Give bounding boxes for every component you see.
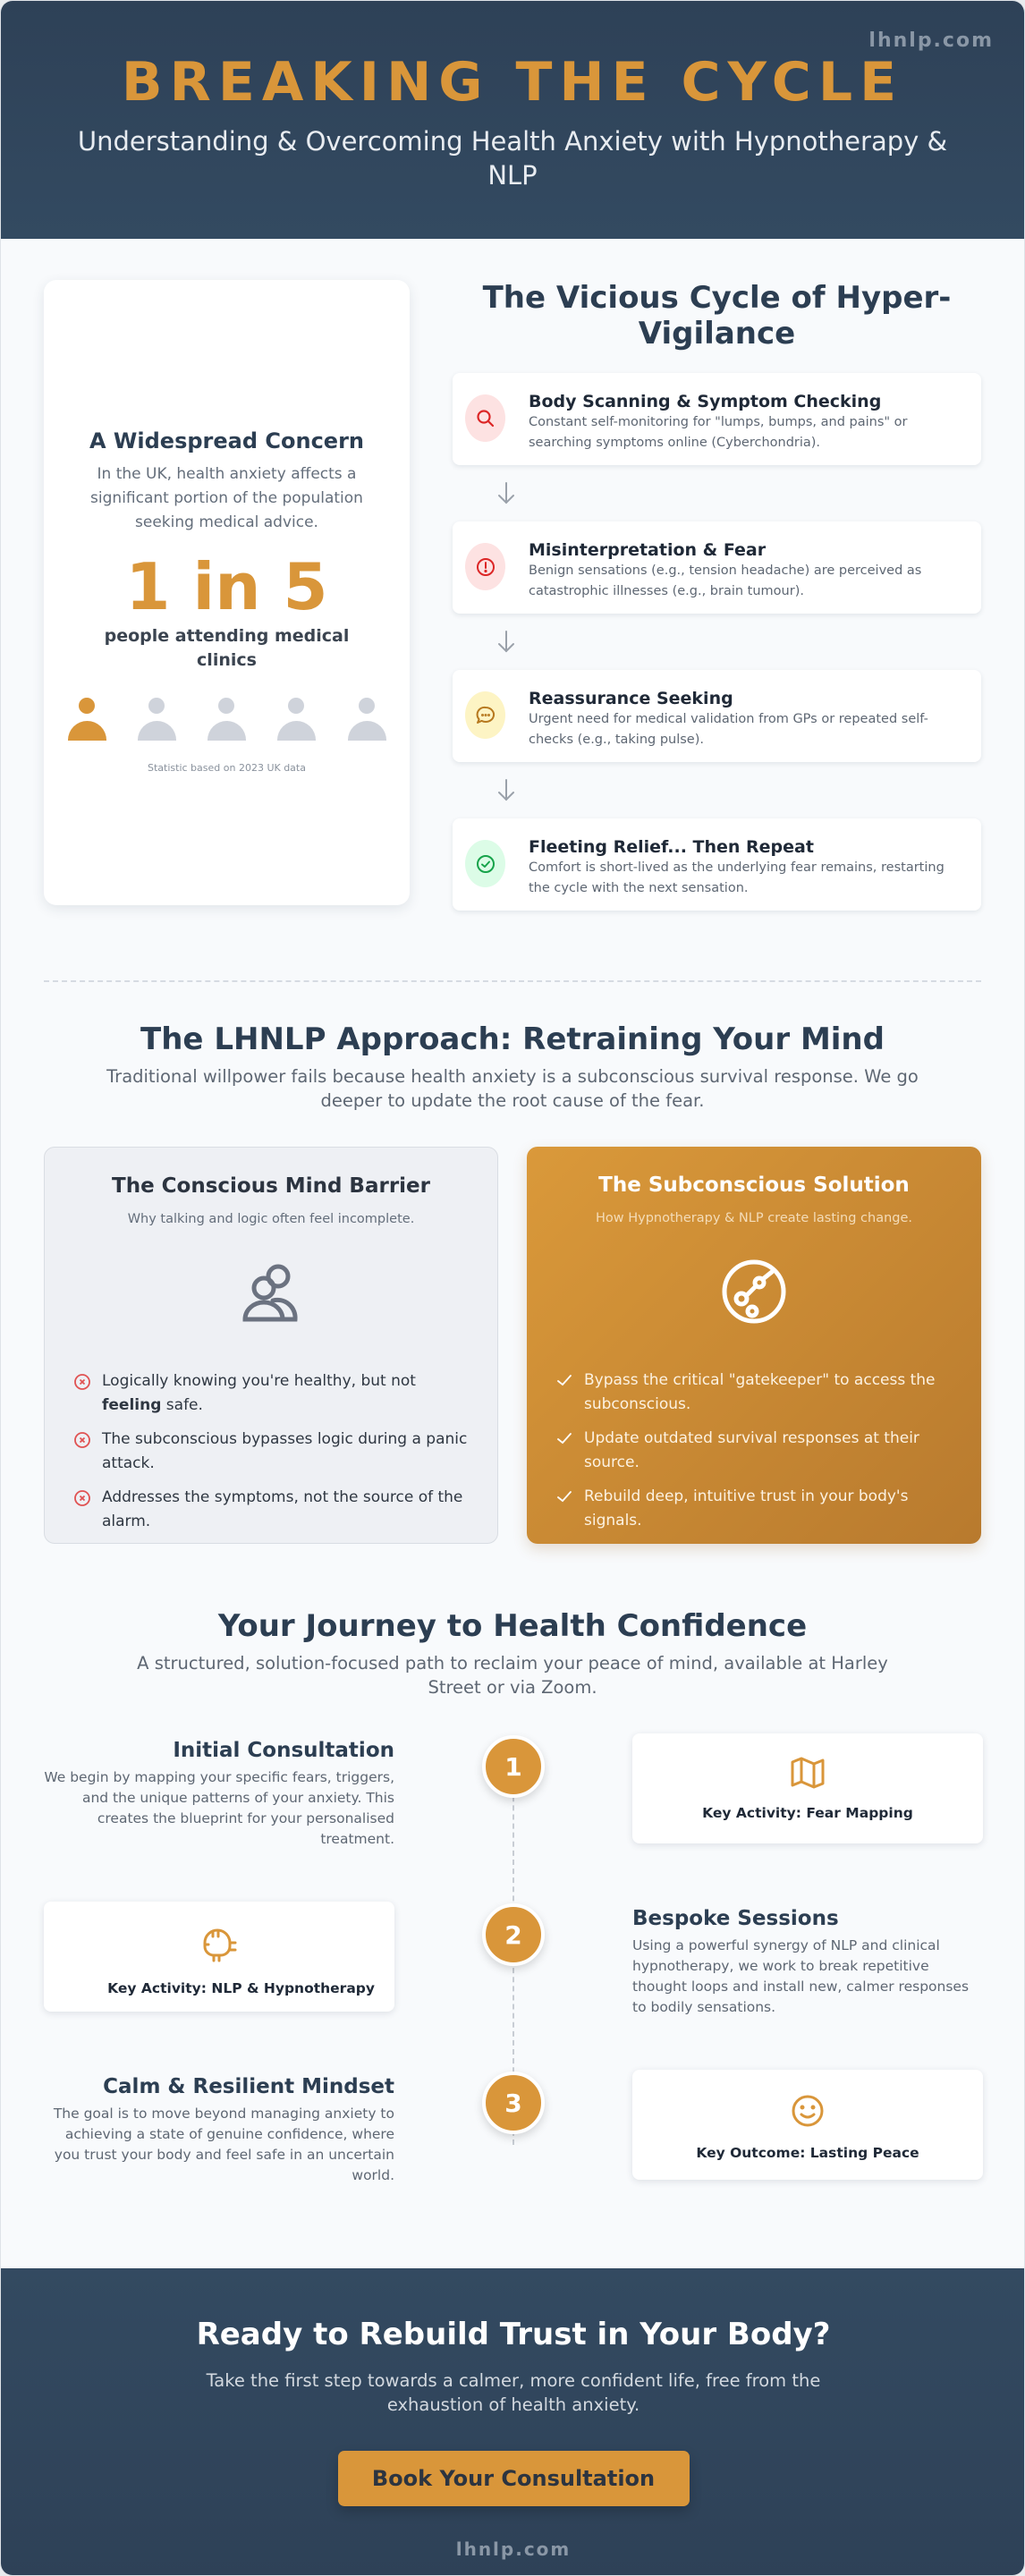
problem-section: A Widespread Concern In the UK, health a… <box>1 239 1024 911</box>
comparison-panels: The Conscious Mind Barrier Why talking a… <box>1 1113 1024 1544</box>
cta-title: Ready to Rebuild Trust in Your Body? <box>196 2317 831 2352</box>
journey-step-text: Calm & Resilient Mindset The goal is to … <box>44 2073 394 2186</box>
cycle-title: The Vicious Cycle of Hyper-Vigilance <box>482 280 952 352</box>
people-pictogram <box>67 698 386 741</box>
subconscious-subtitle: How Hypnotherapy & NLP create lasting ch… <box>595 1211 913 1225</box>
x-circle-icon <box>73 1489 93 1515</box>
journey-step: Initial Consultation We begin by mapping… <box>44 1733 983 1850</box>
check-icon <box>555 1372 575 1396</box>
cycle-step-description: Urgent need for medical validation from … <box>529 712 928 747</box>
journey-step-text: Bespoke Sessions Using a powerful synerg… <box>632 1905 983 2018</box>
person-icon-highlighted <box>67 698 106 741</box>
x-circle-icon <box>73 1431 93 1457</box>
journey-card-label: Key Activity: Fear Mapping <box>702 1805 913 1821</box>
journey-step: Calm & Resilient Mindset The goal is to … <box>44 2070 983 2186</box>
conscious-panel: The Conscious Mind Barrier Why talking a… <box>44 1147 498 1544</box>
journey-card-label: Key Outcome: Lasting Peace <box>696 2145 919 2161</box>
cycle-step: Fleeting Relief... Then Repeat Comfort i… <box>453 818 981 911</box>
stat-note: Statistic based on 2023 UK data <box>148 762 306 774</box>
arrow-down-icon <box>453 614 981 670</box>
section-divider <box>44 980 981 982</box>
journey-step-title: Initial Consultation <box>173 1739 394 1762</box>
check-icon <box>555 1488 575 1513</box>
check-circle-icon <box>465 840 505 887</box>
journey-step-title: Calm & Resilient Mindset <box>103 2075 394 2098</box>
stat-card: A Widespread Concern In the UK, health a… <box>44 280 410 905</box>
stat-label: people attending medical clinics <box>104 626 350 670</box>
journey-step-card: Key Activity: NLP & Hypnotherapy <box>44 1902 394 2012</box>
journey-step-description: We begin by mapping your specific fears,… <box>44 1769 394 1847</box>
brain-circuit-icon <box>64 1925 375 1968</box>
cycle-step-title: Reassurance Seeking <box>529 689 733 708</box>
step-number-badge: 2 <box>482 1903 545 1966</box>
chat-bubble-icon <box>465 691 505 739</box>
hero-header: lhnlp.com BREAKING THE CYCLE Understandi… <box>1 1 1024 239</box>
page-subtitle: Understanding & Overcoming Health Anxiet… <box>77 126 948 191</box>
stat-description: In the UK, health anxiety affects a sign… <box>90 465 363 531</box>
step-number-badge: 3 <box>482 2072 545 2134</box>
cycle-step-title: Fleeting Relief... Then Repeat <box>529 837 814 857</box>
cycle-steps: Body Scanning & Symptom Checking Constan… <box>453 373 981 911</box>
check-icon <box>555 1430 575 1454</box>
cycle-step-description: Comfort is short-lived as the underlying… <box>529 860 945 895</box>
approach-lead: Traditional willpower fails because heal… <box>106 1066 919 1111</box>
cycle-step-description: Benign sensations (e.g., tension headach… <box>529 564 922 598</box>
cycle-step: Misinterpretation & Fear Benign sensatio… <box>453 521 981 614</box>
cta-footer: Ready to Rebuild Trust in Your Body? Tak… <box>1 2268 1024 2575</box>
subconscious-panel: The Subconscious Solution How Hypnothera… <box>527 1147 981 1544</box>
journey-step-title: Bespoke Sessions <box>632 1907 839 1930</box>
subconscious-list-item: Bypass the critical "gatekeeper" to acce… <box>555 1368 954 1417</box>
step-number-badge: 1 <box>482 1735 545 1798</box>
journey-timeline: Initial Consultation We begin by mapping… <box>44 1733 983 2199</box>
journey-step-card: Key Outcome: Lasting Peace <box>632 2070 983 2180</box>
journey-card-label: Key Activity: NLP & Hypnotherapy <box>107 1980 375 1996</box>
map-icon <box>652 1757 963 1792</box>
subconscious-list-item: Update outdated survival responses at th… <box>555 1427 954 1475</box>
approach-title: The LHNLP Approach: Retraining Your Mind <box>140 1021 885 1057</box>
stat-big-number: 1 in 5 <box>125 549 328 624</box>
book-consultation-button[interactable]: Book Your Consultation <box>337 2451 690 2506</box>
smile-icon <box>652 2093 963 2132</box>
subconscious-list-item: Rebuild deep, intuitive trust in your bo… <box>555 1485 954 1533</box>
users-icon <box>235 1257 307 1328</box>
arrow-down-icon <box>453 762 981 818</box>
person-icon <box>277 698 317 741</box>
person-icon <box>208 698 246 741</box>
conscious-list-item: Logically knowing you're healthy, but no… <box>73 1369 470 1418</box>
person-icon <box>137 698 176 741</box>
search-icon <box>465 394 505 442</box>
subconscious-title: The Subconscious Solution <box>598 1174 910 1197</box>
cta-lead: Take the first step towards a calmer, mo… <box>206 2370 821 2415</box>
conscious-list: Logically knowing you're healthy, but no… <box>45 1328 497 1534</box>
x-circle-icon <box>73 1373 93 1399</box>
conscious-title: The Conscious Mind Barrier <box>112 1174 430 1198</box>
person-icon <box>347 698 386 741</box>
journey-step-description: The goal is to move beyond managing anxi… <box>53 2106 394 2183</box>
header-domain: lhnlp.com <box>868 30 994 52</box>
conscious-subtitle: Why talking and logic often feel incompl… <box>127 1212 415 1226</box>
cycle-step-title: Misinterpretation & Fear <box>529 540 767 560</box>
cycle-step: Reassurance Seeking Urgent need for medi… <box>453 670 981 762</box>
footer-domain[interactable]: lhnlp.com <box>455 2538 572 2560</box>
cycle-step: Body Scanning & Symptom Checking Constan… <box>453 373 981 465</box>
journey-section: Your Journey to Health Confidence A stru… <box>1 1544 1024 2199</box>
stat-title: A Widespread Concern <box>89 428 364 453</box>
conscious-list-item: Addresses the symptoms, not the source o… <box>73 1486 470 1534</box>
journey-lead: A structured, solution-focused path to r… <box>137 1653 888 1698</box>
route-circle-icon <box>718 1256 790 1327</box>
journey-title: Your Journey to Health Confidence <box>217 1608 808 1644</box>
journey-step-description: Using a powerful synergy of NLP and clin… <box>632 1937 970 2015</box>
alert-circle-icon <box>465 543 505 590</box>
conscious-list-item: The subconscious bypasses logic during a… <box>73 1428 470 1476</box>
page-title: BREAKING THE CYCLE <box>121 51 904 114</box>
journey-step-card: Key Activity: Fear Mapping <box>632 1733 983 1843</box>
journey-step-text: Initial Consultation We begin by mapping… <box>44 1737 394 1850</box>
cycle-step-description: Constant self-monitoring for "lumps, bum… <box>529 415 908 450</box>
vicious-cycle: The Vicious Cycle of Hyper-Vigilance Bod… <box>453 280 981 911</box>
arrow-down-icon <box>453 465 981 521</box>
cycle-step-title: Body Scanning & Symptom Checking <box>529 392 882 411</box>
approach-section: The LHNLP Approach: Retraining Your Mind… <box>1 982 1024 1544</box>
subconscious-list: Bypass the critical "gatekeeper" to acce… <box>527 1327 981 1533</box>
journey-step: Key Activity: NLP & Hypnotherapy 2 Bespo… <box>44 1902 983 2018</box>
